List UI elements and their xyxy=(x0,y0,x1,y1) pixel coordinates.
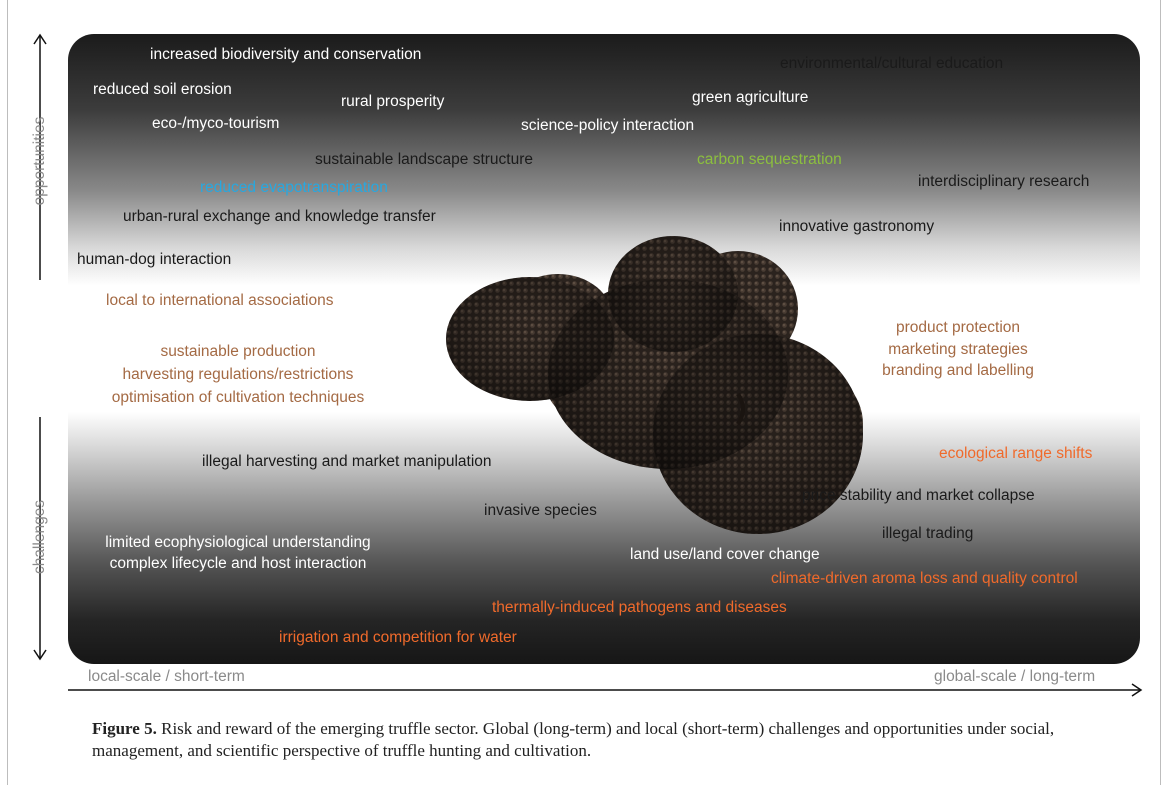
opportunities-axis-label: opportunities xyxy=(31,117,49,206)
label-irrigation: irrigation and competition for water xyxy=(279,629,517,647)
label-harvesting-regulations: harvesting regulations/restrictions xyxy=(88,366,388,384)
label-land-use: land use/land cover change xyxy=(630,546,820,564)
horizontal-axis-arrow xyxy=(68,682,1148,698)
diagram-panel: increased biodiversity and conservation … xyxy=(68,34,1140,664)
label-science-policy: science-policy interaction xyxy=(521,117,694,135)
label-branding-labelling: branding and labelling xyxy=(858,362,1058,380)
label-aroma-loss: climate-driven aroma loss and quality co… xyxy=(771,570,1078,588)
label-evapotranspiration: reduced evapotranspiration xyxy=(200,179,388,197)
label-environmental-education: environmental/cultural education xyxy=(780,55,1003,73)
label-cultivation-techniques: optimisation of cultivation techniques xyxy=(88,389,388,407)
label-eco-tourism: eco-/myco-tourism xyxy=(152,115,279,133)
label-interdisciplinary-research: interdisciplinary research xyxy=(918,173,1089,191)
challenges-axis-label: challenges xyxy=(31,500,49,574)
label-lifecycle: complex lifecycle and host interaction xyxy=(78,555,398,573)
label-landscape-structure: sustainable landscape structure xyxy=(315,151,533,169)
label-human-dog: human-dog interaction xyxy=(77,251,231,269)
label-innovative-gastronomy: innovative gastronomy xyxy=(779,218,934,236)
caption-label: Figure 5. xyxy=(92,719,157,738)
label-urban-rural-exchange: urban-rural exchange and knowledge trans… xyxy=(123,208,436,226)
label-marketing-strategies: marketing strategies xyxy=(858,341,1058,359)
label-product-protection: product protection xyxy=(858,319,1058,337)
label-sustainable-production: sustainable production xyxy=(88,343,388,361)
label-price-stability: price stability and market collapse xyxy=(802,487,1035,505)
label-invasive-species: invasive species xyxy=(484,502,597,520)
label-pathogens: thermally-induced pathogens and diseases xyxy=(492,599,787,617)
label-illegal-harvesting: illegal harvesting and market manipulati… xyxy=(202,453,492,471)
frame-left-rule xyxy=(7,0,8,785)
label-carbon-sequestration: carbon sequestration xyxy=(697,151,842,169)
label-biodiversity: increased biodiversity and conservation xyxy=(150,46,421,64)
label-soil-erosion: reduced soil erosion xyxy=(93,81,232,99)
label-ecophysiological: limited ecophysiological understanding xyxy=(78,534,398,552)
figure-caption: Figure 5. Risk and reward of the emergin… xyxy=(92,718,1132,762)
label-green-agriculture: green agriculture xyxy=(692,89,808,107)
label-range-shifts: ecological range shifts xyxy=(939,445,1092,463)
label-illegal-trading: illegal trading xyxy=(882,525,973,543)
label-rural-prosperity: rural prosperity xyxy=(341,93,444,111)
frame-right-rule xyxy=(1160,0,1161,785)
label-associations: local to international associations xyxy=(106,292,333,310)
caption-text: Risk and reward of the emerging truffle … xyxy=(92,719,1054,760)
